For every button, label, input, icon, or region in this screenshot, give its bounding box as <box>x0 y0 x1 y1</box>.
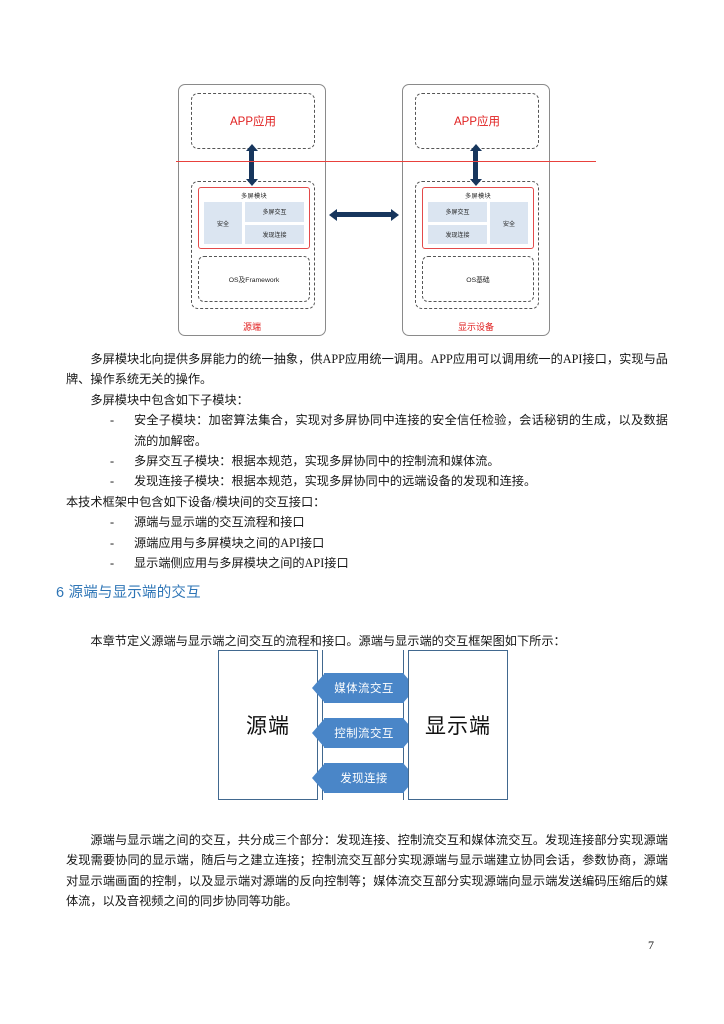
arrow-bar <box>324 718 404 748</box>
body-paragraph-1-block: 多屏模块北向提供多屏能力的统一抽象，供APP应用统一调用。APP应用可以调用统一… <box>66 349 668 573</box>
source-security-cell: 安全 <box>204 202 242 244</box>
display-os-box: OS基础 <box>422 256 534 302</box>
list-bullet: - <box>110 474 115 489</box>
arrow-bar <box>324 673 404 703</box>
section-intro-block: 本章节定义源端与显示端之间交互的流程和接口。源端与显示端的交互框架图如下所示： <box>66 631 668 651</box>
architecture-diagram: APP应用 多屏模块 安全 多屏交互 发现连接 OS及Framework 源端 <box>178 84 550 336</box>
paragraph-multiscreen-abstraction: 多屏模块北向提供多屏能力的统一抽象，供APP应用统一调用。APP应用可以调用统一… <box>66 352 668 387</box>
list-item: - 显示端侧应用与多屏模块之间的API接口 <box>66 553 668 573</box>
list-item-text: 源端与显示端的交互流程和接口 <box>134 515 305 530</box>
source-interaction-cell: 多屏交互 <box>245 202 304 222</box>
paragraph-interface-intro: 本技术框架中包含如下设备/模块间的交互接口： <box>66 494 326 509</box>
source-multiscreen-module: 多屏模块 安全 多屏交互 发现连接 <box>198 187 310 249</box>
list-item: - 多屏交互子模块：根据本规范，实现多屏协同中的控制流和媒体流。 <box>66 451 668 471</box>
media-stream-arrow-icon: 媒体流交互 <box>312 673 416 703</box>
list-item: - 源端与显示端的交互流程和接口 <box>66 512 668 532</box>
display-dual-cells: 多屏交互 发现连接 <box>428 202 487 244</box>
list-item-text: 多屏交互子模块：根据本规范，实现多屏协同中的控制流和媒体流。 <box>134 454 500 469</box>
interaction-diagram: 源端 媒体流交互 控制流交互 发现连接 显示端 <box>218 650 508 800</box>
arrow-left-tip <box>312 763 325 793</box>
paragraph-section-summary: 源端与显示端之间的交互，共分成三个部分：发现连接、控制流交互和媒体流交互。发现连… <box>66 833 668 909</box>
red-divider-rule <box>176 161 596 163</box>
section-heading-6: 6 源端与显示端的交互 <box>56 585 201 601</box>
display-module-cells: 安全 多屏交互 发现连接 <box>428 202 528 244</box>
list-bullet: - <box>110 454 115 469</box>
list-bullet: - <box>110 413 115 428</box>
control-stream-arrow-icon: 控制流交互 <box>312 718 416 748</box>
discovery-connection-arrow-icon: 发现连接 <box>312 763 416 793</box>
architecture-source-column: APP应用 多屏模块 安全 多屏交互 发现连接 OS及Framework 源端 <box>178 84 326 336</box>
source-discovery-cell: 发现连接 <box>245 224 304 244</box>
interaction-arrow-stack: 媒体流交互 控制流交互 发现连接 <box>312 650 416 800</box>
interaction-source-endpoint: 源端 <box>218 650 318 800</box>
control-stream-arrow-label: 控制流交互 <box>334 728 394 740</box>
list-bullet: - <box>110 535 115 550</box>
paragraph-submodule-intro: 多屏模块中包含如下子模块： <box>90 392 249 407</box>
interaction-display-endpoint: 显示端 <box>408 650 508 800</box>
source-dual-cells: 多屏交互 发现连接 <box>245 202 304 244</box>
list-item-text: 安全子模块：加密算法集合，实现对多屏协同中连接的安全信任检验，会话秘钥的生成，以… <box>134 413 668 448</box>
arrow-left-tip <box>312 673 325 703</box>
source-app-box: APP应用 <box>191 93 315 149</box>
cross-device-arrow-icon <box>336 212 392 217</box>
architecture-display-column: APP应用 多屏模块 安全 多屏交互 发现连接 OS基础 显示设备 <box>402 84 550 336</box>
interface-list: - 源端与显示端的交互流程和接口 - 源端应用与多屏模块之间的API接口 - 显… <box>66 512 668 573</box>
list-item-text: 源端应用与多屏模块之间的API接口 <box>134 535 325 550</box>
display-discovery-cell: 发现连接 <box>428 224 487 244</box>
list-bullet: - <box>110 556 115 571</box>
display-vertical-arrow-icon <box>473 150 478 180</box>
source-module-cells: 安全 多屏交互 发现连接 <box>204 202 304 244</box>
source-app-label: APP应用 <box>229 116 276 128</box>
display-app-box: APP应用 <box>415 93 539 149</box>
display-multiscreen-module-title: 多屏模块 <box>465 193 491 200</box>
arrow-left-tip <box>312 718 325 748</box>
arrow-bar <box>324 763 404 793</box>
source-stack-box: 多屏模块 安全 多屏交互 发现连接 OS及Framework <box>191 181 315 309</box>
source-column-caption: 源端 <box>242 322 261 332</box>
list-item-text: 发现连接子模块：根据本规范，实现多屏协同中的远端设备的发现和连接。 <box>134 474 537 489</box>
media-stream-arrow-label: 媒体流交互 <box>334 683 394 695</box>
section-summary-block: 源端与显示端之间的交互，共分成三个部分：发现连接、控制流交互和媒体流交互。发现连… <box>66 830 668 912</box>
discovery-connection-arrow-label: 发现连接 <box>340 773 388 785</box>
submodule-list: - 安全子模块：加密算法集合，实现对多屏协同中连接的安全信任检验，会话秘钥的生成… <box>66 410 668 492</box>
list-item: - 发现连接子模块：根据本规范，实现多屏协同中的远端设备的发现和连接。 <box>66 471 668 491</box>
display-stack-box: 多屏模块 安全 多屏交互 发现连接 OS基础 <box>415 181 539 309</box>
display-app-label: APP应用 <box>453 116 500 128</box>
list-item-text: 显示端侧应用与多屏模块之间的API接口 <box>134 556 349 571</box>
paragraph-section-intro: 本章节定义源端与显示端之间交互的流程和接口。源端与显示端的交互框架图如下所示： <box>90 634 566 648</box>
display-multiscreen-module: 多屏模块 安全 多屏交互 发现连接 <box>422 187 534 249</box>
display-column-caption: 显示设备 <box>457 322 494 332</box>
source-vertical-arrow-icon <box>249 150 254 180</box>
list-item: - 源端应用与多屏模块之间的API接口 <box>66 533 668 553</box>
source-os-box: OS及Framework <box>198 256 310 302</box>
display-security-cell: 安全 <box>490 202 528 244</box>
list-bullet: - <box>110 515 115 530</box>
display-interaction-cell: 多屏交互 <box>428 202 487 222</box>
source-multiscreen-module-title: 多屏模块 <box>241 193 267 200</box>
page-number: 7 <box>648 938 654 952</box>
list-item: - 安全子模块：加密算法集合，实现对多屏协同中连接的安全信任检验，会话秘钥的生成… <box>66 410 668 451</box>
